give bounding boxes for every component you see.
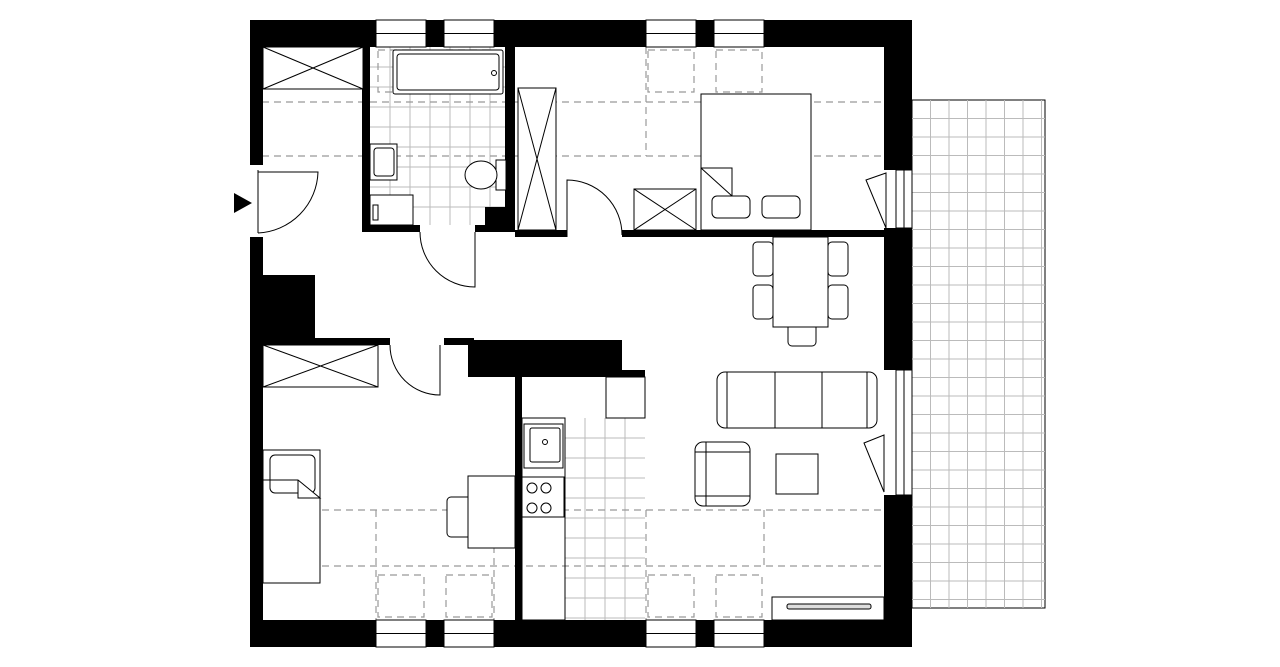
bedroom-bottom-wardrobe [262, 344, 379, 388]
tv-cabinet [771, 596, 885, 621]
hall-wardrobe [262, 46, 364, 90]
dining-table [752, 236, 849, 347]
desk-with-chair-bottom [446, 475, 516, 549]
kitchen-counter [521, 417, 566, 621]
sofa [716, 371, 878, 429]
balcony-door-top[interactable] [865, 172, 887, 229]
bathtub [392, 49, 504, 95]
radiator-outline [715, 574, 763, 618]
washing-machine [369, 194, 414, 226]
toilet [464, 159, 507, 191]
windows [375, 19, 913, 648]
washbasin [369, 143, 398, 181]
radiator-outline [715, 49, 763, 93]
balcony-door-bottom[interactable] [863, 434, 885, 493]
radiator-outline [647, 574, 695, 618]
bedroom-bottom-door[interactable] [389, 344, 441, 396]
bathroom-door[interactable] [419, 231, 476, 288]
entrance-triangle-arrow-icon [234, 193, 252, 213]
walls [250, 20, 912, 647]
radiator-outline [377, 574, 425, 618]
kitchen-tiles [565, 418, 645, 620]
entrance-door[interactable] [257, 170, 319, 234]
bed [262, 449, 322, 584]
coffee-table [775, 453, 819, 495]
bedroom-top-wardrobe [517, 87, 557, 231]
balcony [911, 99, 1046, 609]
bedroom-top-cabinet [633, 188, 697, 231]
radiator-outline [445, 574, 493, 618]
fridge [605, 376, 646, 419]
radiator-outline [647, 49, 695, 93]
doors[interactable] [257, 170, 887, 493]
bedroom-top-door[interactable] [566, 179, 623, 237]
desk-with-chairs [700, 93, 812, 231]
armchair [694, 441, 751, 507]
stove [521, 476, 565, 518]
